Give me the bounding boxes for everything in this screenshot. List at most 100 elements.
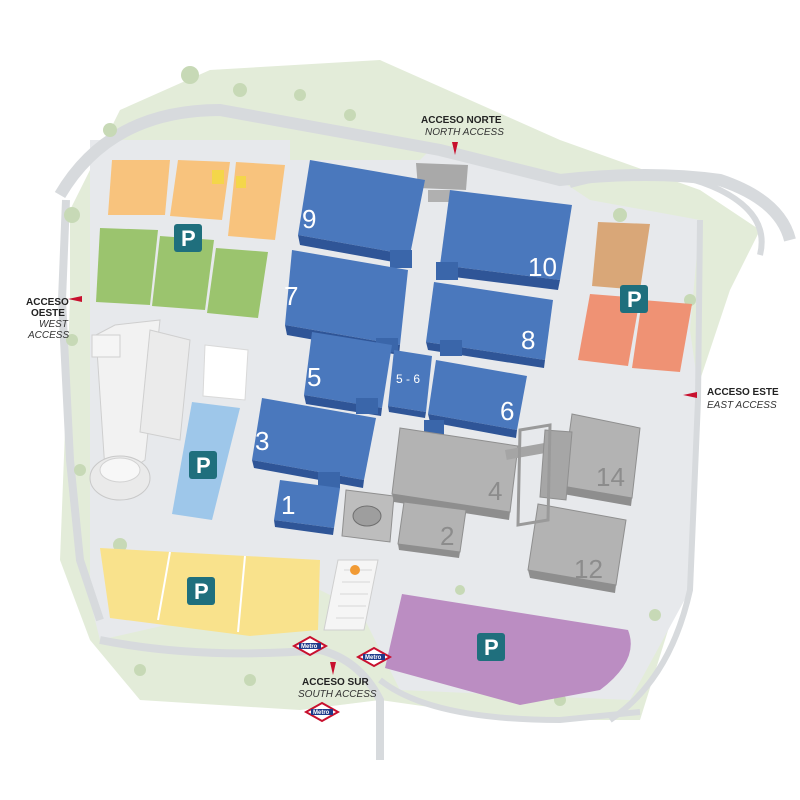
tree xyxy=(181,66,199,84)
tree xyxy=(103,123,117,137)
hall-9[interactable]: 9 xyxy=(298,160,425,268)
hall-4[interactable]: 4 xyxy=(391,427,547,520)
hall-12-side xyxy=(528,570,616,593)
parking-sign-box[interactable] xyxy=(174,224,202,252)
parking-sign-northwest[interactable]: P xyxy=(174,224,202,252)
access-west[interactable]: ACCESO OESTE WEST ACCESS xyxy=(26,296,82,341)
hall-8-label: 8 xyxy=(521,325,535,355)
hall-5-roof[interactable] xyxy=(304,332,392,408)
access-west-subtitle-1: WEST xyxy=(39,319,69,330)
hall-12[interactable]: 12 xyxy=(527,503,627,593)
south-promenade xyxy=(323,559,379,631)
parking-sign-south-east[interactable]: P xyxy=(477,633,505,661)
hall-8[interactable]: 8 xyxy=(426,282,553,368)
access-south-title: ACCESO SUR xyxy=(302,677,369,688)
hall-14-side xyxy=(562,486,632,506)
access-south[interactable]: ACCESO SUR SOUTH ACCESS xyxy=(298,662,377,700)
hall-6-label: 6 xyxy=(500,396,514,426)
parking-sign-south-west[interactable]: P xyxy=(187,577,215,605)
hall-10-connector xyxy=(436,262,458,280)
hall-7-label: 7 xyxy=(284,281,298,311)
hall-3[interactable]: 3 xyxy=(252,398,376,488)
access-north[interactable]: ACCESO NORTE NORTH ACCESS xyxy=(421,115,504,155)
west-buildings xyxy=(89,319,191,501)
parking-sign-box[interactable] xyxy=(620,285,648,313)
parking-sign-box[interactable] xyxy=(477,633,505,661)
parking-lot-green-2[interactable] xyxy=(152,236,214,310)
hall-5-6-side xyxy=(388,406,426,418)
access-east[interactable]: ACCESO ESTE EAST ACCESS xyxy=(683,387,779,411)
hall-5[interactable]: 5 xyxy=(304,332,392,416)
hall-10-label: 10 xyxy=(528,252,557,282)
parking-sign-box[interactable] xyxy=(187,577,215,605)
hall-2-label: 2 xyxy=(440,521,454,551)
metro-label: Metro xyxy=(365,655,382,661)
hall-4-link xyxy=(504,443,547,460)
hall-5-6-roof[interactable] xyxy=(388,350,432,412)
parking-sign-box[interactable] xyxy=(189,451,217,479)
hall-7-roof[interactable] xyxy=(285,250,408,345)
south-logo-marker xyxy=(350,565,360,575)
access-north-subtitle: NORTH ACCESS xyxy=(425,127,504,138)
parking-lot-purple[interactable] xyxy=(385,594,631,705)
hall-10[interactable]: 10 xyxy=(436,190,572,290)
access-north-marker[interactable] xyxy=(452,142,458,155)
parking-lot-orange-1[interactable] xyxy=(108,160,170,215)
metro-sign-2[interactable]: Metro xyxy=(355,646,393,668)
parking-lot-green-1[interactable] xyxy=(96,228,158,305)
hall-1[interactable]: 1 xyxy=(274,480,340,535)
access-west-subtitle-2: ACCESS xyxy=(27,330,69,341)
west-rotunda-top xyxy=(99,457,141,483)
hall-2-roof[interactable] xyxy=(397,501,467,553)
parking-west-green[interactable] xyxy=(96,228,268,318)
parking-northwest-orange[interactable] xyxy=(108,160,285,240)
access-east-title: ACCESO ESTE xyxy=(707,387,779,398)
parking-lot-green-3[interactable] xyxy=(207,248,268,318)
access-east-subtitle: EAST ACCESS xyxy=(707,400,777,411)
parking-sign-label: P xyxy=(181,226,196,251)
south-road-2 xyxy=(378,677,641,724)
central-pavilion[interactable] xyxy=(341,489,395,543)
trees xyxy=(64,66,696,706)
parking-sign-west[interactable]: P xyxy=(189,451,217,479)
hall-5-6[interactable]: 5 - 6 xyxy=(388,350,432,418)
central-pavilion-dome xyxy=(352,505,382,527)
metro-sign-1[interactable]: Metro xyxy=(291,635,329,657)
parking-lot-white xyxy=(202,344,249,401)
access-east-marker[interactable] xyxy=(683,392,697,398)
access-west-title-1: ACCESO xyxy=(26,297,69,308)
parking-divider xyxy=(157,551,246,633)
parking-lot-tan[interactable] xyxy=(592,222,650,290)
access-west-marker[interactable] xyxy=(68,296,82,302)
parking-lot-orange-3[interactable] xyxy=(228,162,285,240)
north-corridor xyxy=(428,190,450,202)
north-entrance-building xyxy=(416,163,468,202)
parking-south-purple[interactable] xyxy=(385,594,631,705)
parking-lot-orange-2[interactable] xyxy=(170,160,230,220)
metro-bar xyxy=(299,643,321,649)
hall-6-side xyxy=(428,414,517,438)
hall-6-roof[interactable] xyxy=(428,360,527,430)
hall-14-annex xyxy=(539,429,573,501)
hall-2[interactable]: 2 xyxy=(397,501,467,558)
hall-14-label: 14 xyxy=(596,462,625,492)
metro-sign-3[interactable]: Metro xyxy=(303,701,341,723)
access-south-marker[interactable] xyxy=(330,662,336,675)
hall-1-roof[interactable] xyxy=(274,480,340,528)
hall-8-connector xyxy=(440,340,462,356)
tree xyxy=(74,464,86,476)
parking-sign-east[interactable]: P xyxy=(620,285,648,313)
parking-lot-salmon-2[interactable] xyxy=(632,300,692,372)
south-promenade-strip xyxy=(323,559,379,631)
hall-3-roof[interactable] xyxy=(252,398,376,480)
hall-9-roof[interactable] xyxy=(298,160,425,255)
hall-10-roof[interactable] xyxy=(440,190,572,280)
parking-marker-yellow xyxy=(212,170,224,184)
metro-bar xyxy=(363,654,385,660)
hall-14[interactable]: 14 xyxy=(539,413,641,506)
tree xyxy=(294,89,306,101)
tree xyxy=(455,585,465,595)
hall-12-label: 12 xyxy=(574,554,603,584)
parking-marker-yellow xyxy=(236,176,246,188)
